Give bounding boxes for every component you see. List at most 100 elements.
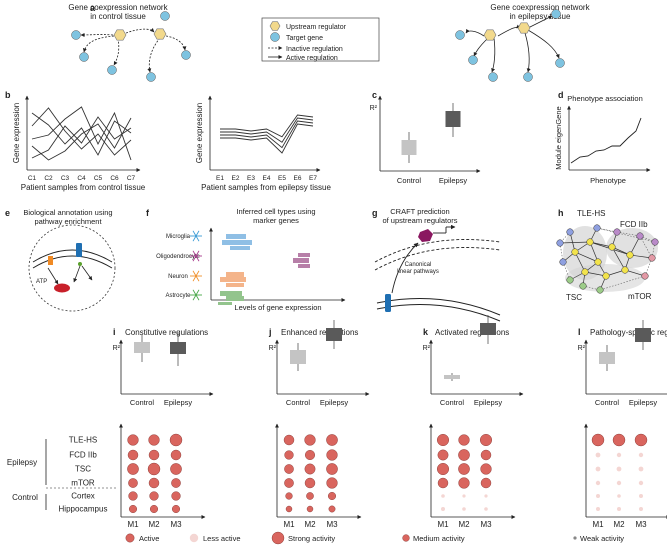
panel-b-xlabel-left: Patient samples from control tissue: [21, 183, 146, 192]
network-label-fcd: FCD IIb: [620, 220, 648, 229]
panel-f-letter: f: [146, 208, 150, 218]
cell-icon-branch: [192, 255, 197, 262]
network-node: [608, 243, 616, 251]
x-tick-label: C6: [110, 175, 119, 182]
network-edge-dashed: [616, 231, 641, 237]
network-label-tle-hs: TLE-HS: [577, 209, 605, 218]
panel-title: Pathology-specific regulations: [590, 328, 667, 337]
active-dot: [147, 462, 161, 476]
network-node: [581, 268, 589, 276]
panel-g-letter: g: [372, 208, 378, 218]
signal-molecule: [78, 262, 82, 266]
expression-range-bar: [218, 302, 232, 305]
less-active-dot: [595, 452, 601, 458]
network-node: [613, 228, 621, 236]
legend-weak-activity: Weak activity: [580, 534, 624, 543]
network-edge: [574, 251, 586, 273]
active-dot: [127, 449, 139, 461]
network-node: [566, 276, 574, 284]
cell-icon-branch: [195, 275, 200, 282]
edge-active: [527, 15, 553, 29]
target-gene-node: [523, 72, 533, 82]
nuclear-membrane: [374, 239, 501, 263]
x-tick-label: E6: [294, 175, 302, 182]
effector-protein: [54, 283, 70, 293]
control-boxplot-box: [599, 352, 615, 364]
active-dot: [326, 449, 338, 461]
expression-range-bar: [298, 253, 310, 257]
edge-inactive: [165, 35, 187, 51]
cell-icon-branch: [195, 230, 200, 237]
active-dot: [634, 433, 648, 447]
expression-range-bar: [226, 234, 246, 239]
active-dot: [170, 463, 182, 475]
less-active-dot: [638, 466, 644, 472]
less-active-dot: [639, 494, 643, 498]
active-dot: [169, 433, 183, 447]
active-dot: [148, 434, 160, 446]
cell-outline: [28, 224, 116, 312]
x-tick-label: C1: [28, 175, 37, 182]
active-dot: [128, 505, 137, 514]
active-dot: [326, 463, 338, 475]
panel-h-letter: h: [558, 208, 564, 218]
less-active-dot: [617, 507, 621, 511]
less-active-dot: [484, 507, 488, 511]
network-edge: [629, 254, 653, 259]
cell-icon-branch: [192, 289, 197, 296]
cell-icon-branch: [195, 289, 200, 296]
cell-icon-branch: [192, 294, 197, 301]
target-gene-node: [468, 55, 478, 65]
edge-active: [527, 29, 560, 59]
condition-row-label: TSC: [75, 465, 91, 474]
active-dot: [480, 434, 493, 447]
less-active-dot: [462, 494, 466, 498]
active-dot: [127, 463, 139, 475]
panel-ylabel: R²: [578, 345, 586, 352]
active-dot: [306, 492, 314, 500]
legend-strong-activity: Strong activity: [288, 534, 335, 543]
less-active-dot: [616, 452, 622, 458]
network-node: [641, 272, 649, 280]
x-label-control: Control: [397, 176, 422, 185]
x-label-epilepsy: Epilepsy: [439, 176, 468, 185]
network-node: [648, 254, 656, 262]
panel-letter: k: [423, 327, 429, 337]
x-tick-label: E7: [309, 175, 317, 182]
active-dot: [171, 491, 181, 501]
active-dot: [284, 464, 294, 474]
network-edge: [584, 271, 607, 277]
cell-icon-branch: [192, 235, 197, 242]
network-edge: [589, 241, 599, 263]
legend-weak-dot: [573, 536, 577, 540]
network-node: [602, 272, 610, 280]
legend-medium-activity: Medium activity: [413, 534, 465, 543]
panel-title: Constitutive regulations: [125, 328, 208, 337]
cell-membrane: [376, 304, 501, 322]
target-gene-node: [107, 65, 117, 75]
module-label: M1: [592, 520, 604, 529]
receptor-protein: [385, 294, 391, 312]
active-dot: [148, 449, 160, 461]
module-label: M3: [326, 520, 338, 529]
upstream-regulator-shape: [418, 229, 433, 242]
legend-medium-dot: [402, 534, 410, 542]
epilepsy-boxplot-box: [445, 111, 461, 127]
active-dot: [306, 505, 314, 513]
less-active-dot: [441, 494, 445, 498]
expression-range-bar: [226, 283, 244, 287]
cell-icon-branch: [195, 270, 200, 277]
gene-expression-line: [31, 112, 132, 156]
active-dot: [458, 449, 470, 461]
pathway-arrow: [81, 265, 93, 281]
target-gene-node: [488, 72, 498, 82]
expression-range-bar: [220, 277, 246, 282]
panel-title: Activated regulations: [435, 328, 509, 337]
network-edge: [629, 235, 641, 256]
panel-ylabel: R²: [113, 345, 121, 352]
network-edge: [574, 251, 599, 263]
target-gene-node: [146, 72, 156, 82]
cell-icon-branch: [192, 275, 197, 282]
